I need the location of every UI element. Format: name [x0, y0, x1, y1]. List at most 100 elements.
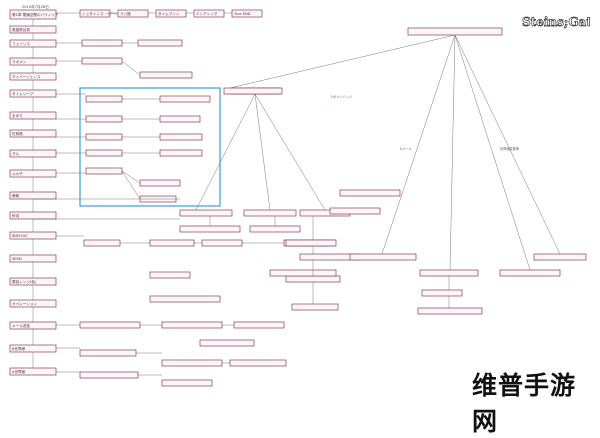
svg-text:ルカ子: ルカ子 [12, 171, 23, 176]
diagram-note: 世界線変動率 [500, 146, 520, 151]
flow-node [85, 115, 123, 123]
top-note: 2010年7月28日 [22, 4, 49, 9]
flow-node: 鳳凰院凶真 [9, 25, 57, 34]
flow-node: SERN [9, 254, 57, 263]
svg-text:ラジ館: ラジ館 [120, 11, 131, 16]
flow-node [85, 95, 123, 103]
flow-node [339, 189, 401, 197]
flow-node [79, 371, 139, 379]
svg-text:オペレーション: オペレーション [12, 301, 37, 306]
flow-node [79, 349, 137, 357]
flowchart: 2010年7月28日 第1章 閉鎖空間のパラノイア 鳳凰院凶真 フェイリス ラボ… [9, 4, 587, 387]
flow-node [417, 307, 483, 315]
flow-node [149, 271, 191, 279]
diagram-note: Dメール [400, 147, 413, 151]
flow-node [499, 269, 561, 277]
flow-node [159, 95, 211, 103]
flow-node: ダイバージェンス [9, 72, 57, 81]
flow-node [269, 269, 337, 277]
flow-node [149, 295, 221, 303]
flow-node [83, 239, 121, 247]
flow-node [179, 225, 241, 233]
svg-text:True END: True END [233, 12, 251, 16]
svg-text:ダイバージェンス: ダイバージェンス [12, 74, 41, 79]
flow-node: シュタインズ・ゲート [79, 9, 118, 18]
flow-node [159, 115, 201, 123]
flow-node: 鈴羽 [9, 211, 57, 220]
flow-node [233, 321, 285, 329]
flow-node: フェイリス [9, 39, 57, 48]
flow-node [199, 339, 255, 347]
svg-text:Steins;Gate: Steins;Gate [522, 15, 590, 29]
flow-node [79, 321, 141, 329]
flow-node [291, 303, 339, 311]
flow-node [85, 149, 123, 157]
flow-node [249, 225, 301, 233]
svg-text:萌郁: 萌郁 [12, 193, 20, 198]
flow-node [407, 27, 503, 36]
flow-node: ダル [9, 149, 57, 158]
highlight-frame [79, 87, 221, 207]
flow-node: ルカ子 [9, 169, 57, 178]
flow-node: メール送信 [9, 321, 57, 330]
diagram-note: ラボメンバッジ [330, 94, 352, 99]
steins-gate-logo: Steins;Gate [522, 15, 590, 30]
flow-node [285, 239, 337, 247]
flow-node: IBN5100 [9, 231, 57, 240]
flow-node [85, 133, 123, 141]
flow-node [85, 167, 123, 175]
flow-node: ラジ館 [117, 9, 149, 18]
svg-text:シュタインズ・ゲート: シュタインズ・ゲート [82, 11, 118, 16]
svg-text:IBN5100: IBN5100 [12, 234, 28, 238]
svg-text:メール送信: メール送信 [12, 323, 30, 328]
flow-node: エンディング [193, 9, 225, 18]
flow-node [139, 179, 181, 187]
flow-node [419, 269, 479, 277]
flow-node: True END [231, 9, 263, 18]
flow-node: まゆり [9, 111, 57, 120]
flow-node [161, 321, 223, 329]
flow-node: 電話レンジ(仮) [9, 277, 57, 286]
flow-node [299, 253, 359, 261]
svg-text:鈴羽: 鈴羽 [12, 213, 20, 218]
flow-node [229, 359, 287, 367]
flow-node: オペレーション [9, 299, 57, 308]
flow-node: 萌郁 [9, 191, 57, 200]
flow-node [533, 253, 587, 261]
flow-node [243, 209, 297, 217]
flow-node [81, 39, 123, 47]
flow-node [179, 209, 233, 217]
svg-text:ラボメン: ラボメン [12, 59, 27, 64]
watermark: 维普手游网 [472, 371, 577, 436]
svg-text:タイムリープ: タイムリープ [12, 91, 34, 96]
flow-node [285, 275, 341, 283]
flow-node [223, 87, 283, 95]
svg-text:α世界線: α世界線 [12, 369, 26, 374]
flow-node: 紅莉栖 [9, 129, 57, 138]
svg-text:β世界線: β世界線 [12, 346, 25, 351]
svg-text:ダル: ダル [12, 151, 20, 156]
flow-node: ラボメン [9, 57, 57, 66]
flow-node: α世界線 [9, 367, 57, 376]
svg-text:鳳凰院凶真: 鳳凰院凶真 [12, 27, 30, 32]
svg-text:紅莉栖: 紅莉栖 [12, 131, 23, 136]
flow-node [159, 149, 203, 157]
flow-node [159, 133, 203, 141]
flow-node [161, 359, 223, 367]
flow-node [329, 207, 381, 215]
flow-node: タイムマシン [155, 9, 187, 18]
svg-text:第1章 閉鎖空間のパラノイア: 第1章 閉鎖空間のパラノイア [12, 12, 59, 17]
flow-node: タイムリープ [9, 89, 57, 98]
svg-text:フェイリス: フェイリス [12, 41, 30, 46]
flow-node [81, 57, 123, 65]
flow-node [421, 289, 463, 297]
flow-node [161, 379, 213, 387]
svg-text:タイムマシン: タイムマシン [158, 11, 180, 16]
svg-text:電話レンジ(仮): 電話レンジ(仮) [12, 279, 37, 284]
flow-node [139, 71, 193, 79]
flow-node [137, 39, 183, 47]
flow-node: β世界線 [9, 344, 57, 353]
flow-node [349, 253, 417, 261]
flow-node [149, 239, 195, 247]
svg-text:まゆり: まゆり [12, 113, 23, 118]
